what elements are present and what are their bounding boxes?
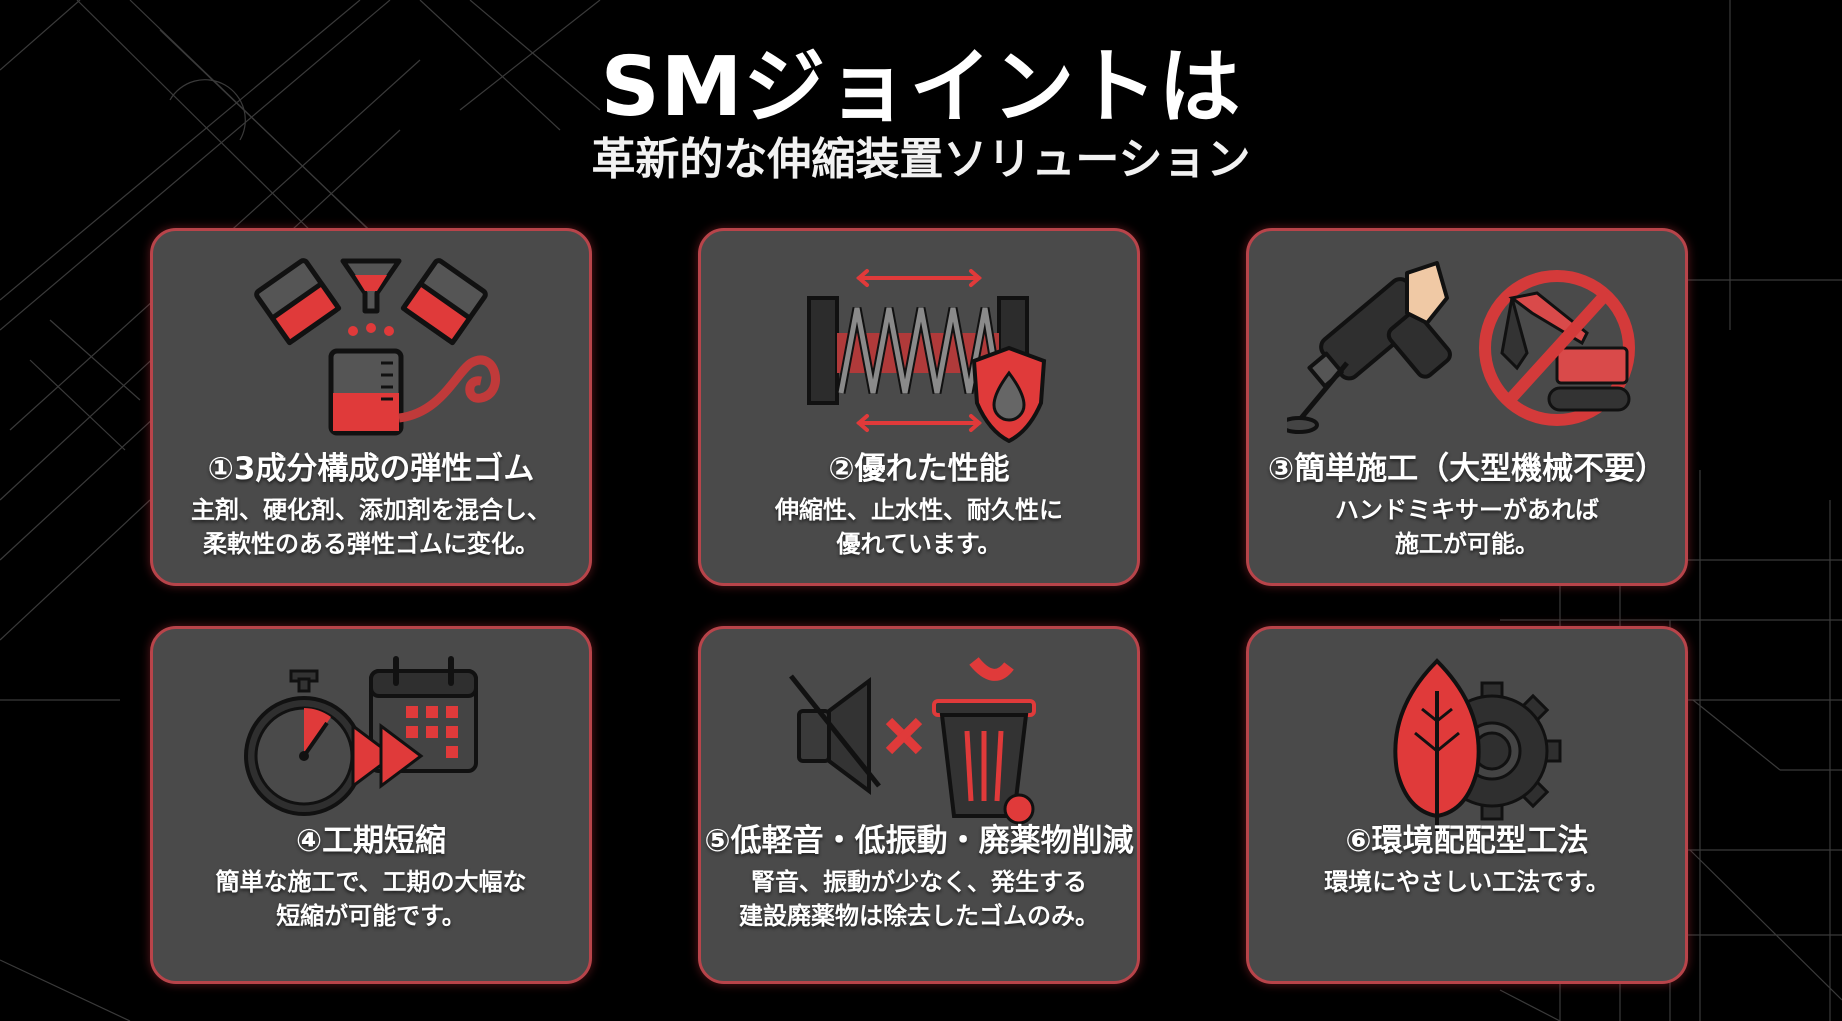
card-description: 伸縮性、止水性、耐久性に 優れています。 — [775, 496, 1063, 558]
stopwatch-calendar-fast-forward-icon — [244, 656, 478, 816]
feature-card-easy-construction: ③簡単施工（大型機械不要） ハンドミキサーがあれば 施工が可能。 — [1246, 228, 1688, 586]
card-title: ⑤低軽音・低振動・廃薬物削減 — [704, 823, 1134, 859]
card-description: ハンドミキサーがあれば 施工が可能。 — [1335, 496, 1599, 558]
page-title: SMジョイントは — [600, 40, 1242, 135]
feature-card-shorter-schedule: ④工期短縮 簡単な施工で、工期の大幅な 短縮が可能です。 — [150, 626, 592, 984]
feature-card-eco-method: ⑥環境配配型工法 環境にやさしい工法です。 — [1246, 626, 1688, 984]
feature-card-elastic-rubber: ①3成分構成の弾性ゴム 主剤、硬化剤、添加剤を混合し、 柔軟性のある弾性ゴムに変… — [150, 228, 592, 586]
beakers-mixing-icon — [254, 258, 500, 436]
card-description: 主剤、硬化剤、添加剤を混合し、 柔軟性のある弾性ゴムに変化。 — [191, 496, 551, 558]
card-description: 簡単な施工で、工期の大幅な 短縮が可能です。 — [215, 868, 527, 930]
card-title: ③簡単施工（大型機械不要） — [1267, 451, 1667, 487]
card-title: ②優れた性能 — [828, 451, 1010, 487]
leaf-gear-icon — [1393, 658, 1562, 836]
card-description: 環境にやさしい工法です。 — [1324, 868, 1610, 896]
mute-speaker-trash-icon — [789, 657, 1036, 825]
spring-shield-water-icon — [807, 269, 1047, 443]
card-description: 腎音、振動が少なく、発生する 建設廃薬物は除去したゴムのみ。 — [739, 868, 1099, 930]
hand-mixer-no-excavator-icon — [1287, 261, 1635, 434]
feature-card-low-noise-waste: ⑤低軽音・低振動・廃薬物削減 腎音、振動が少なく、発生する 建設廃薬物は除去した… — [698, 626, 1140, 984]
card-title: ④工期短縮 — [295, 823, 447, 859]
card-title: ⑥環境配配型工法 — [1345, 823, 1589, 859]
card-title: ①3成分構成の弾性ゴム — [207, 451, 535, 487]
page-subtitle: 革新的な伸縮装置ソリューション — [591, 134, 1251, 185]
feature-card-performance: ②優れた性能 伸縮性、止水性、耐久性に 優れています。 — [698, 228, 1140, 586]
